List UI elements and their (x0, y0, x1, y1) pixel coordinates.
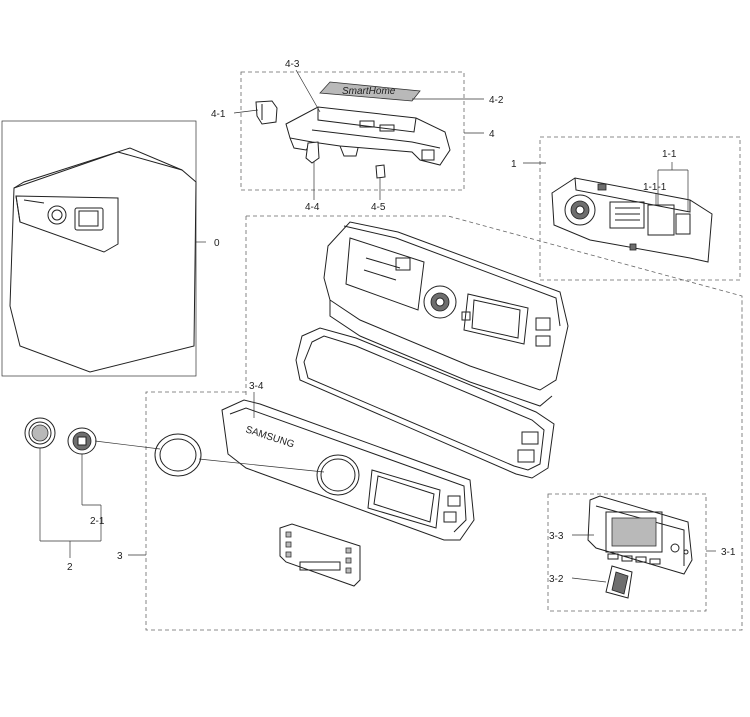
callout-3-4: 3-4 (249, 381, 264, 392)
smarthome-text: SmartHome (342, 86, 396, 97)
callout-4-3: 4-3 (285, 59, 300, 70)
decor-panel: SAMSUNG 3-4 (221, 381, 475, 541)
hook-part (305, 141, 320, 164)
callout-0: 0 (214, 238, 220, 249)
washer-cabinet-frame (1, 120, 197, 377)
callout-4-5: 4-5 (371, 202, 386, 213)
top-bracket-assembly: SmartHome 4-1 4-2 4-3 4-4 4-5 4 (211, 59, 504, 213)
callout-4-4: 4-4 (305, 202, 320, 213)
display-module-group: 3-3 3-2 3-1 (547, 493, 736, 612)
callout-2: 2 (67, 562, 73, 573)
callout-2-1: 2-1 (90, 516, 105, 527)
pcb-rotary-encoder (564, 194, 596, 226)
decor-panel-body (221, 399, 475, 541)
callout-1: 1 (511, 159, 517, 170)
clip-part (255, 100, 278, 125)
callout-4: 4 (489, 129, 495, 140)
bracket-assembly-dashed-frame (240, 71, 465, 191)
display-module-dashed-frame (547, 493, 707, 612)
panel-assembly-dashed-region (246, 215, 743, 390)
callout-3-3: 3-3 (549, 531, 564, 542)
callout-4-2: 4-2 (489, 95, 504, 106)
callout-3-2: 3-2 (549, 574, 564, 585)
control-panel-frame (323, 221, 569, 407)
pcb-dashed-frame (539, 136, 741, 281)
callout-1-1-1: 1-1-1 (643, 182, 667, 193)
smarthome-cover-strip (319, 81, 421, 102)
callout-4-1: 4-1 (211, 109, 226, 120)
decor-panel-dashed-region (145, 390, 743, 631)
knob-group: 2-1 2 3 (24, 417, 325, 573)
pcb-assembly: 1 1-1 1-1-1 (511, 136, 741, 281)
washer-cabinet-group: 0 (1, 120, 220, 377)
callout-3-1: 3-1 (721, 547, 736, 558)
callout-3: 3 (117, 551, 123, 562)
callout-1-1: 1-1 (662, 149, 677, 160)
button-strip (279, 523, 361, 587)
small-fastener (375, 164, 386, 179)
knob-ring (154, 433, 202, 477)
panel-gasket-ring (295, 327, 555, 479)
